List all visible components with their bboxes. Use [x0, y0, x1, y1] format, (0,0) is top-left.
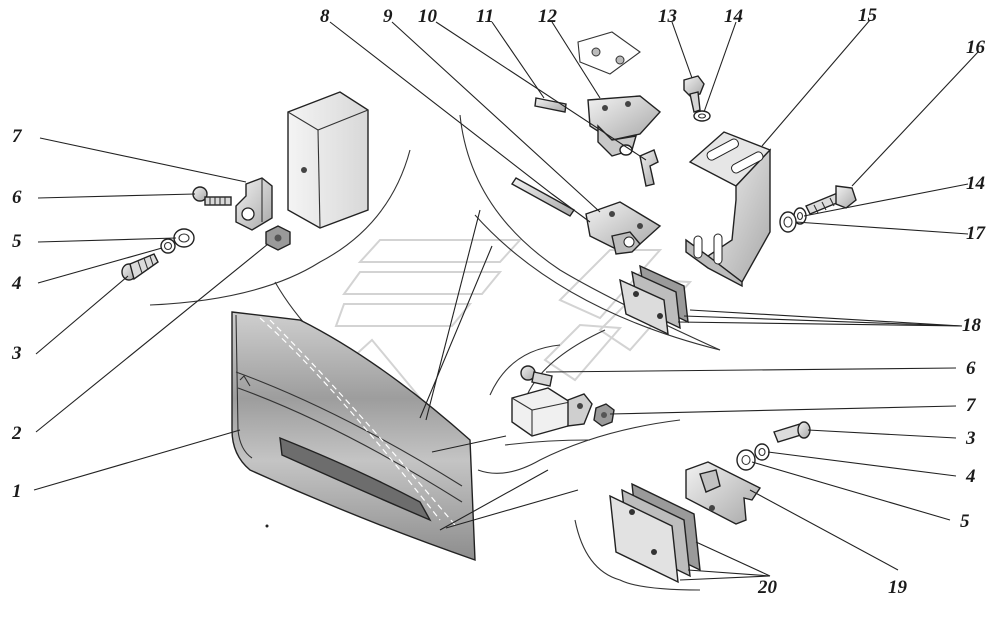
part-20-pads [609, 482, 701, 584]
label-9: 9 [383, 6, 393, 27]
part-14-washer-top [693, 110, 711, 122]
label-6-right: 6 [966, 358, 976, 379]
part-4-washer-left [160, 238, 176, 254]
label-18: 18 [962, 315, 981, 336]
label-7-left: 7 [12, 126, 22, 147]
part-9-hinge [585, 201, 662, 255]
label-5-right: 5 [960, 511, 970, 532]
label-10: 10 [418, 6, 437, 27]
label-6-left: 6 [12, 187, 22, 208]
label-11: 11 [476, 6, 494, 27]
label-3-left: 3 [12, 343, 22, 364]
part-3-screw-left [121, 253, 159, 281]
part-18-pads [619, 264, 689, 336]
dot-mark [265, 524, 269, 528]
label-4-right: 4 [966, 466, 976, 487]
part-10-screw [639, 149, 659, 187]
part-5-washer-right [736, 449, 756, 471]
part-17-washer [779, 211, 797, 233]
part-2-nut [265, 225, 291, 251]
label-12: 12 [538, 6, 557, 27]
part-4-washer-right [754, 443, 770, 461]
label-8: 8 [320, 6, 330, 27]
part-15-bracket [685, 131, 772, 288]
part-12-hinge-top [577, 31, 662, 157]
part-11-pin [534, 97, 567, 113]
label-7-right: 7 [966, 395, 976, 416]
part-16-bolt [805, 185, 857, 215]
part-6-ball-stud-left [192, 186, 232, 206]
part-19-latch [685, 461, 762, 525]
label-17: 17 [966, 223, 985, 244]
label-14-top: 14 [724, 6, 743, 27]
label-14-right: 14 [966, 173, 985, 194]
part-7-bracket-left [235, 177, 273, 231]
part-7-nut-right [593, 403, 615, 427]
label-2: 2 [12, 423, 22, 444]
label-20: 20 [758, 577, 777, 598]
part-13-bolt [683, 75, 705, 113]
label-15: 15 [858, 5, 877, 26]
label-4-left: 4 [12, 273, 22, 294]
part-8-long-pin [510, 177, 576, 217]
label-5-left: 5 [12, 231, 22, 252]
part-3-screw-right [773, 421, 811, 443]
mounting-block-right [511, 387, 593, 437]
part-5-washer-left [173, 228, 195, 248]
leader-lines [33, 19, 979, 581]
label-16: 16 [966, 37, 985, 58]
mounting-block [287, 91, 369, 229]
label-3-right: 3 [966, 428, 976, 449]
part-1-panel [231, 311, 476, 561]
label-1: 1 [12, 481, 22, 502]
label-19: 19 [888, 577, 907, 598]
label-13: 13 [658, 6, 677, 27]
part-6-ball-stud-right [520, 365, 553, 387]
